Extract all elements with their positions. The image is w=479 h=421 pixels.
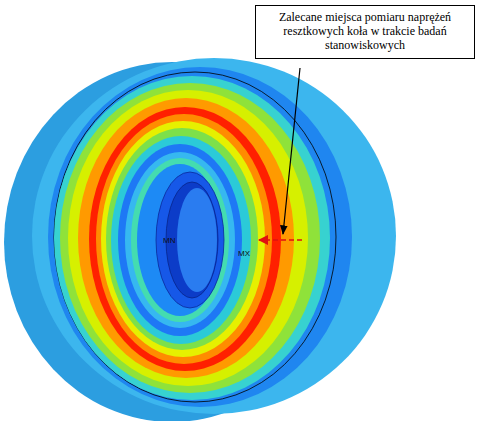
stress-band — [89, 107, 281, 371]
stress-band — [68, 90, 308, 386]
extremum-marker: MN — [163, 236, 175, 245]
stress-band — [54, 72, 336, 402]
stress-band — [177, 188, 217, 292]
stress-band — [131, 158, 229, 322]
stress-band — [118, 144, 242, 336]
stress-band — [111, 136, 251, 344]
callout-box: Zalecane miejsca pomiaru naprężeń resztk… — [255, 5, 475, 59]
extremum-marker: MX — [238, 249, 250, 258]
stress-band — [125, 152, 235, 328]
stress-band — [101, 121, 265, 357]
stress-band — [96, 114, 272, 364]
stress-band — [32, 58, 396, 414]
stress-band — [156, 172, 224, 308]
stress-band — [60, 83, 320, 393]
callout-text: Zalecane miejsca pomiaru naprężeń resztk… — [260, 10, 470, 52]
stress-bands — [4, 58, 396, 421]
stress-band — [106, 128, 258, 350]
stress-band — [137, 164, 223, 316]
measurement-arrow — [259, 239, 302, 241]
stress-band — [48, 67, 352, 407]
stress-band — [78, 98, 294, 378]
leader-arrow — [283, 68, 300, 234]
stress-band — [54, 76, 330, 400]
